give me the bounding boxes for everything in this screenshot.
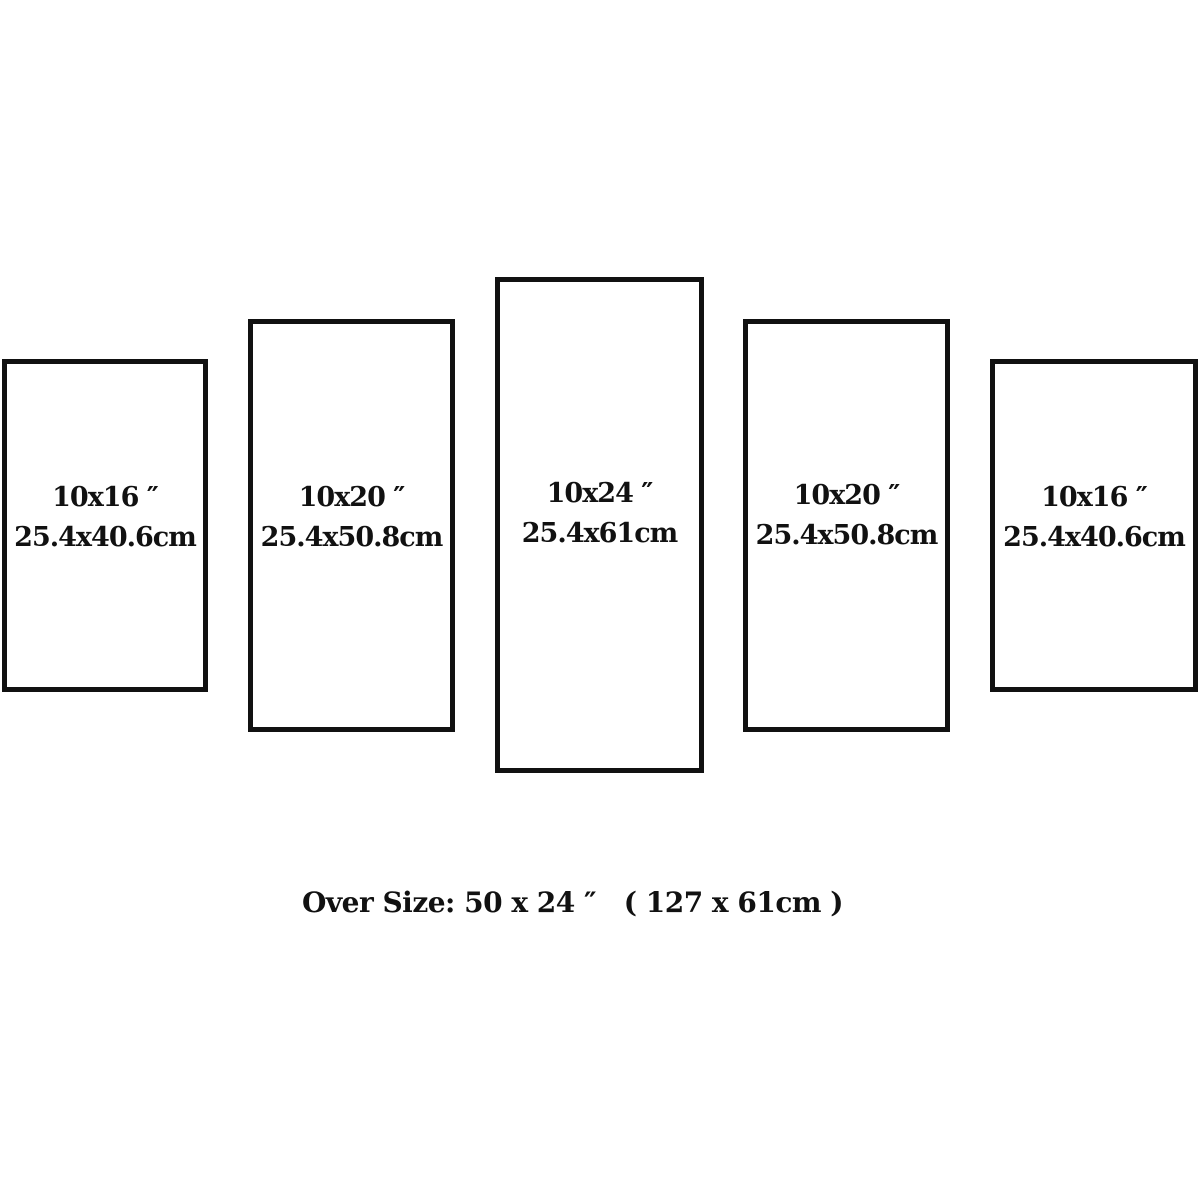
panel-size-inches: 10x16 ″	[52, 482, 159, 513]
canvas-panel-4: 10x20 ″ 25.4x50.8cm	[743, 319, 950, 732]
panel-size-label: 10x16 ″ 25.4x40.6cm	[995, 478, 1193, 558]
panel-size-inches: 10x16 ″	[1041, 482, 1148, 513]
canvas-panel-5: 10x16 ″ 25.4x40.6cm	[990, 359, 1198, 692]
panel-size-cm: 25.4x40.6cm	[14, 522, 197, 553]
panel-size-cm: 25.4x40.6cm	[1003, 522, 1186, 553]
panel-size-label: 10x20 ″ 25.4x50.8cm	[253, 478, 450, 558]
overall-size-caption: Over Size: 50 x 24 ″ ( 127 x 61cm )	[301, 886, 844, 919]
canvas-panel-3: 10x24 ″ 25.4x61cm	[495, 277, 704, 773]
panel-size-cm: 25.4x50.8cm	[260, 522, 444, 553]
panel-size-label: 10x24 ″ 25.4x61cm	[500, 474, 699, 554]
panel-size-cm: 25.4x61cm	[521, 518, 678, 549]
canvas-panel-2: 10x20 ″ 25.4x50.8cm	[248, 319, 455, 732]
canvas-panel-1: 10x16 ″ 25.4x40.6cm	[2, 359, 208, 692]
panel-size-inches: 10x20 ″	[793, 480, 901, 511]
panel-size-inches: 10x20 ″	[298, 482, 406, 513]
panel-size-label: 10x20 ″ 25.4x50.8cm	[748, 476, 945, 556]
panel-size-label: 10x16 ″ 25.4x40.6cm	[7, 478, 203, 558]
panel-size-inches: 10x24 ″	[546, 478, 654, 509]
panel-size-cm: 25.4x50.8cm	[755, 520, 939, 551]
